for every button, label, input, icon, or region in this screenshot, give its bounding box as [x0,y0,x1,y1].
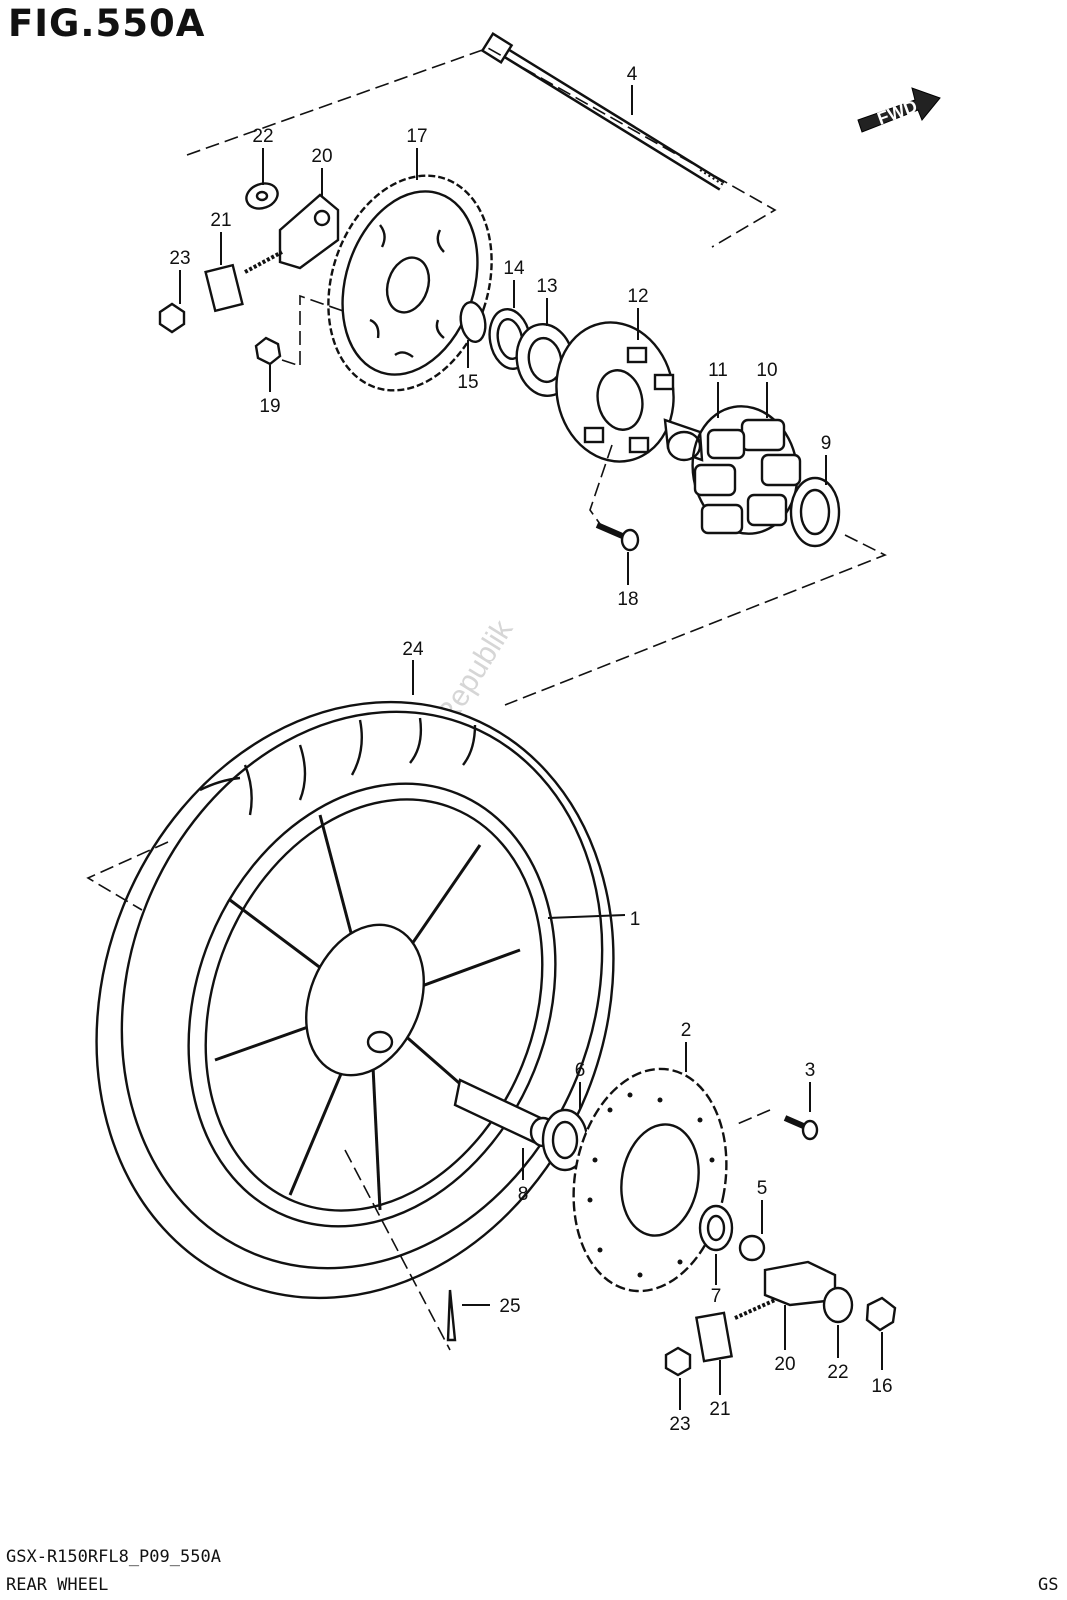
callout-19: 19 [259,396,280,417]
axle [480,32,726,191]
callout-6: 6 [575,1060,586,1081]
callout-16: 16 [871,1376,892,1397]
callout-7: 7 [711,1286,722,1307]
callout-21-bottom: 21 [709,1399,730,1420]
callout-15: 15 [457,372,478,393]
callout-4: 4 [627,64,638,85]
callout-2: 2 [681,1020,692,1041]
callout-9: 9 [821,433,832,454]
callout-labels: 1 2 3 4 5 6 7 8 9 10 11 12 13 14 15 16 1… [169,64,892,1435]
callout-22-top: 22 [252,126,273,147]
figure-description: REAR WHEEL [6,1575,109,1595]
callout-10: 10 [756,360,777,381]
wheel-damper [691,405,802,535]
callout-20-top: 20 [311,146,332,167]
callout-20-bottom: 20 [774,1354,795,1375]
callout-3: 3 [805,1060,816,1081]
callout-23-bottom: 23 [669,1414,690,1435]
callout-22-bottom: 22 [827,1362,848,1383]
fwd-label: FWD [875,96,920,129]
callout-5: 5 [757,1178,768,1199]
chain-adjuster-top [244,193,340,274]
sprocket-carrier [555,321,675,463]
figure-title: FIG.550A [8,2,206,45]
figure-code: GSX-R150RFL8_P09_550A [6,1547,221,1567]
callout-13: 13 [536,276,557,297]
callout-25: 25 [499,1296,520,1317]
corner-code: GS [1038,1575,1059,1595]
callout-11: 11 [708,360,728,381]
sprocket [327,174,493,392]
callout-14: 14 [503,258,525,279]
callout-24: 24 [402,639,424,660]
callout-23-top: 23 [169,248,190,269]
brake-disc [572,1067,728,1293]
callout-1: 1 [630,909,641,930]
callout-12: 12 [627,286,648,307]
fwd-arrow-icon: FWD [857,87,941,133]
callout-18: 18 [617,589,638,610]
callout-8: 8 [518,1184,529,1205]
rear-wheel [95,700,615,1300]
callout-17: 17 [406,126,427,147]
callout-21-top: 21 [210,210,231,231]
